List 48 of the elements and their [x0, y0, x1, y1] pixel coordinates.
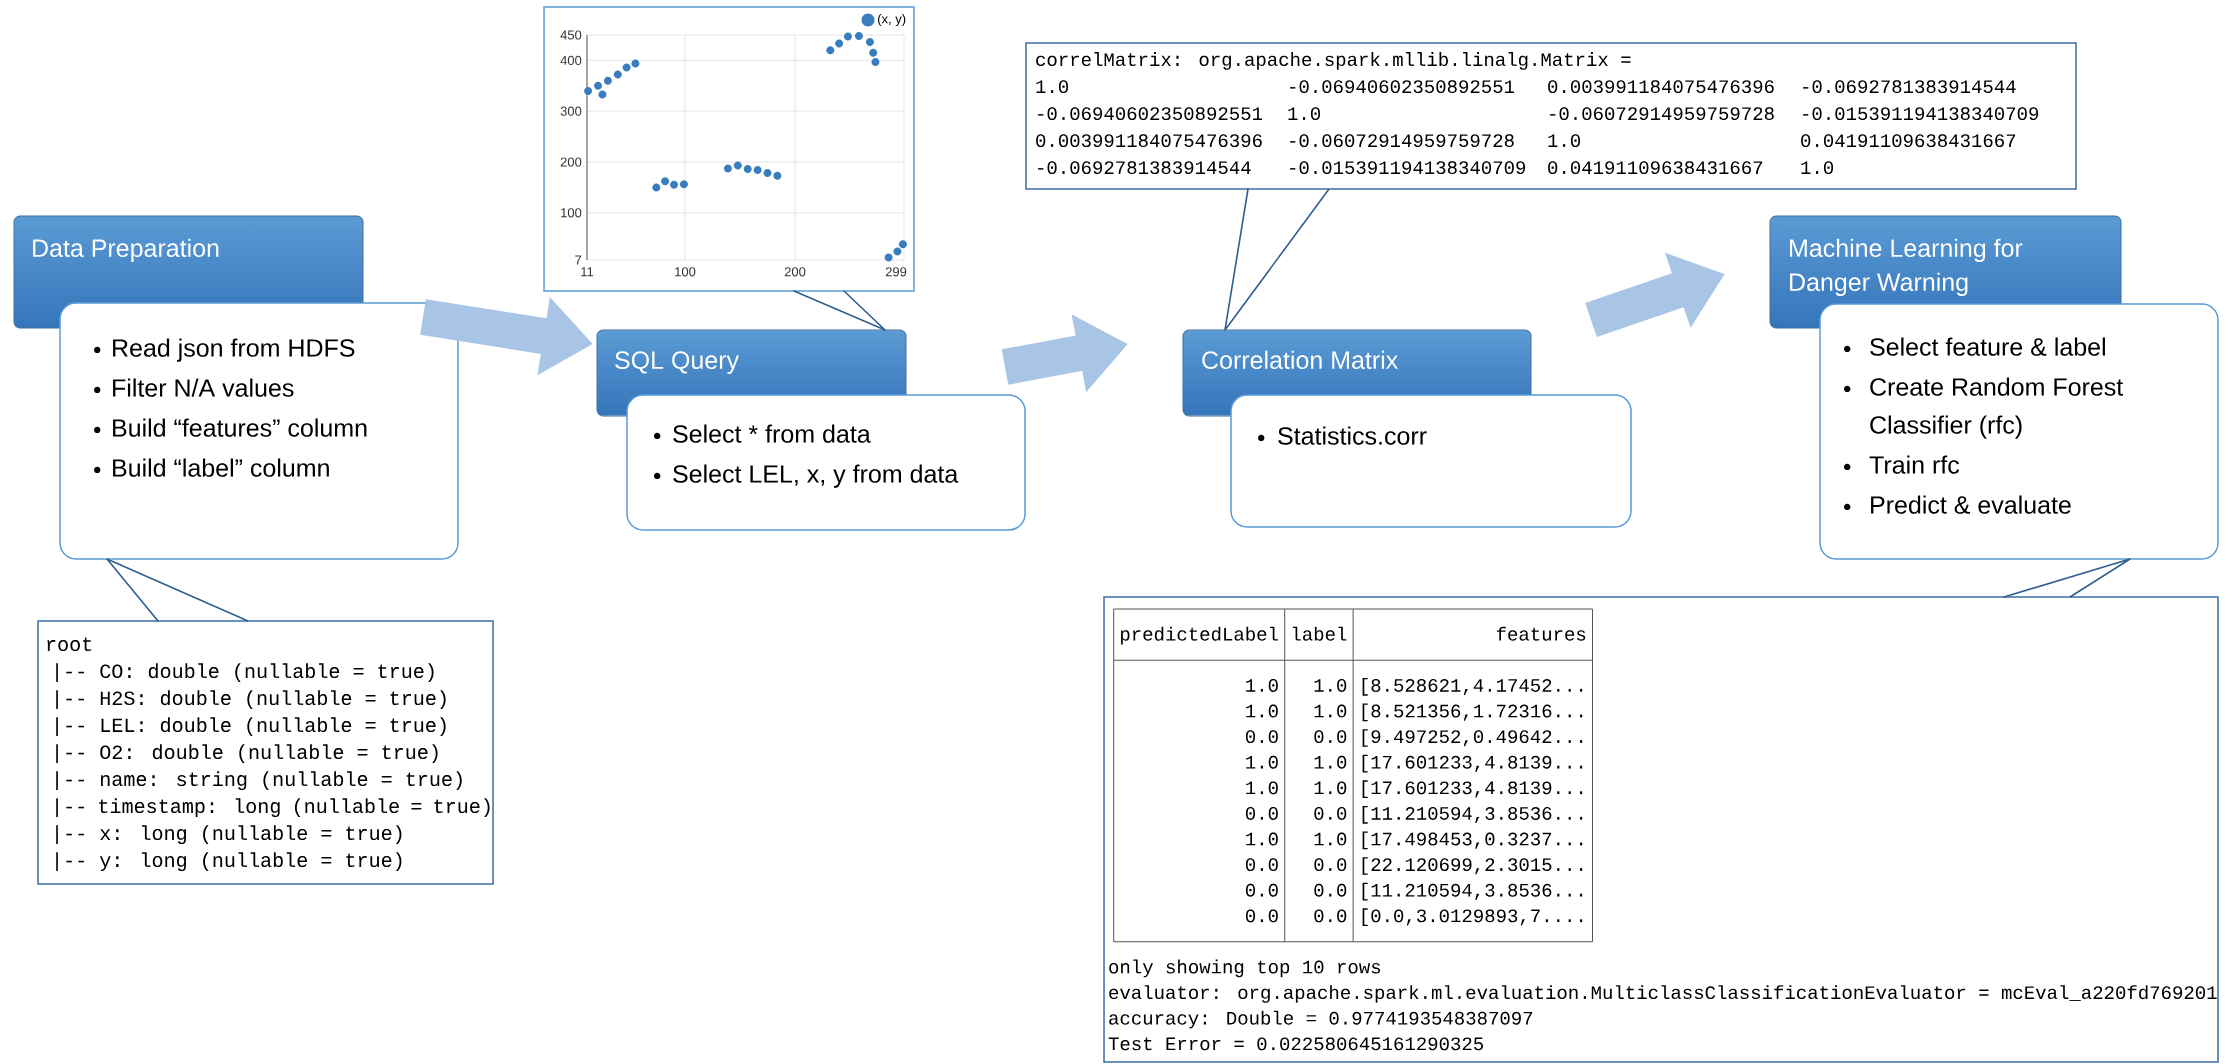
- tick-label: 11: [581, 267, 594, 277]
- tick-label: 299: [885, 267, 907, 277]
- model-output-box: predictedLabel label features 1.0 1.0 [8.528621,4.17452... 1.0 1.0 [8.521356,1.72316... 0.0 0.0 [9.497252,0.49642... 1.0 1.0 [17.601233,4.8139... 1.0 1.0 [17.601233,4.8139... 0.0 0.0 [11.210594,3.8536... 1.0 1.0 [17.498453,0.3237... 0.0 0.0 [22.120699,2.3015... 0.0 0.0 [11.210594,3.8536... 0.0 0.0 [0.0,3.0129893,7.... only showing top 10 rows evaluator: org.apache.spark.ml.evaluation.MulticlassClassificationEvaluator = mcEval_a220fd769201 accuracy: Double = 0.9774193548387097 Test Error = 0.022580645161290325: [1103, 596, 2219, 1063]
- point: [854, 31, 863, 40]
- tick-label: 400: [560, 55, 582, 65]
- bullet-list-box: Select feature & label Create Random Forest Classifier (rfc) Train rfc Predict & evaluate: [1819, 303, 2219, 560]
- legend-label: (x, y): [878, 13, 906, 27]
- tick-label: 200: [784, 267, 806, 277]
- point: [843, 32, 852, 41]
- point: [679, 180, 688, 189]
- leader-line: [106, 558, 249, 622]
- point: [652, 183, 661, 192]
- point: [661, 177, 670, 186]
- tick-label: 100: [675, 267, 696, 277]
- point: [594, 81, 603, 90]
- point: [826, 46, 835, 55]
- point: [865, 38, 874, 47]
- point: [598, 90, 607, 99]
- point: [631, 59, 640, 68]
- point: [743, 165, 752, 174]
- point: [835, 39, 844, 48]
- point: [723, 164, 732, 173]
- leader-line: [1224, 188, 1330, 331]
- point: [622, 63, 631, 72]
- bullet-list-box: Statistics.corr: [1230, 394, 1632, 528]
- point: [898, 240, 907, 249]
- tick-label: 450: [560, 30, 582, 40]
- point: [773, 171, 782, 180]
- point: [869, 48, 878, 57]
- point: [603, 76, 612, 85]
- tick-label: 7: [575, 255, 582, 265]
- point: [613, 70, 622, 79]
- bullet-list-box: Read json from HDFS Filter N/A values Build “features” column Build “label” column: [59, 302, 459, 560]
- tick-label: 200: [560, 157, 582, 167]
- point: [884, 253, 893, 262]
- point: [733, 161, 742, 170]
- tick-label: 100: [561, 208, 582, 218]
- chart-frame: [543, 6, 915, 292]
- point: [893, 247, 902, 256]
- matrix-output-box: correlMatrix: org.apache.spark.mllib.linalg.Matrix = 1.0 -0.06940602350892551 0.003991184075476396 -0.0692781383914544 -0.06940602350892551 1.0 -0.06072914959759728 -0.015391194138340709 0.003991184075476396 -0.06072914959759728 1.0 0.04191109638431667 -0.0692781383914544 -0.015391194138340709 0.04191109638431667 1.0: [1025, 42, 2077, 190]
- tick-label: 300: [560, 106, 582, 116]
- point: [871, 57, 880, 66]
- schema-output-box: root |-- CO: double (nullable = true) |-- H2S: double (nullable = true) |-- LEL: double (nullable = true) |-- O2: double (nullable = true) |-- name: string (nullable = true) |-- timestamp: long (nullable = true) |-- x: long (nullable = true) |-- y: long (nullable = true): [37, 620, 494, 885]
- bullet-list-box: Select * from data Select LEL, x, y from data: [626, 394, 1026, 531]
- point: [763, 169, 772, 178]
- point: [670, 180, 679, 189]
- point: [584, 86, 593, 95]
- point: [753, 166, 762, 175]
